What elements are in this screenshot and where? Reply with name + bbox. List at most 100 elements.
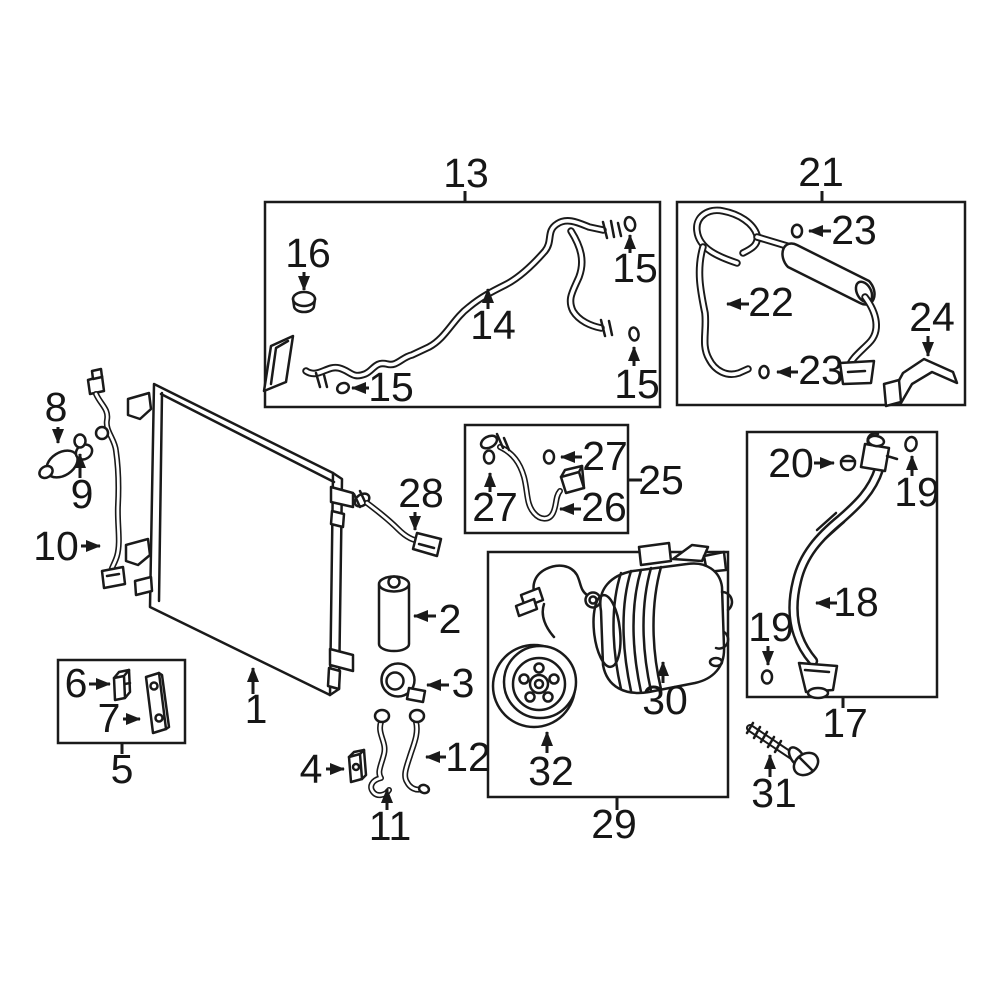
callout-18-label: 18 (833, 579, 879, 625)
callout-28: 28 (398, 470, 444, 531)
callout-25: 25 (629, 457, 684, 503)
callout-23b-label: 23 (798, 347, 844, 393)
callout-23a: 23 (808, 207, 877, 253)
callout-30-label: 30 (642, 677, 688, 723)
callout-5-label: 5 (111, 746, 134, 792)
callout-15c-label: 15 (368, 364, 414, 410)
callout-8-label: 8 (45, 384, 68, 430)
part-30-compressor-art (514, 541, 734, 695)
callout-18: 18 (815, 579, 879, 625)
callout-22: 22 (726, 279, 794, 325)
callout-27a: 27 (472, 472, 518, 530)
part-23-seal-bottom-icon (758, 364, 770, 380)
callout-6: 6 (65, 660, 111, 706)
part-4-clip-art (347, 748, 368, 784)
part-6-clip-art (112, 668, 132, 702)
assembly-13-frame (263, 200, 662, 409)
callout-13-label: 13 (443, 150, 489, 196)
callout-27b-label: 27 (582, 433, 628, 479)
callout-3-label: 3 (452, 660, 475, 706)
callout-5: 5 (111, 744, 134, 792)
assembly-box-13 (262, 200, 662, 409)
callout-16-label: 16 (285, 230, 331, 276)
callout-1-label: 1 (245, 686, 268, 732)
assembly-box-17 (745, 430, 939, 700)
callout-16: 16 (285, 230, 331, 291)
callout-29-label: 29 (591, 801, 637, 847)
callout-9-label: 9 (71, 471, 94, 517)
part-23-seal-top-icon (790, 223, 804, 239)
part-12-pipe-art (405, 708, 431, 795)
part-7-bracket-art (144, 671, 171, 735)
part-31-bolt-art (745, 721, 820, 777)
part-3-clamp-art (380, 662, 427, 704)
callout-21: 21 (798, 149, 844, 202)
callout-6-label: 6 (65, 660, 88, 706)
callout-15a-label: 15 (612, 245, 658, 291)
callout-19b: 19 (748, 604, 794, 666)
part-28-pipe-art (352, 489, 443, 558)
callout-27b: 27 (560, 433, 628, 479)
part-22-hose-art (697, 210, 876, 386)
part-11-pipe-art (371, 708, 389, 795)
part-15-oring-mid-icon (628, 326, 640, 342)
part-14-hose-art (262, 221, 623, 393)
part-24-bracket-art (882, 357, 959, 408)
callout-4: 4 (300, 746, 345, 792)
callout-15c: 15 (351, 364, 414, 410)
callout-3: 3 (426, 660, 475, 706)
part-18-hose-art (794, 432, 899, 700)
callout-32: 32 (528, 731, 574, 794)
assembly-box-5 (56, 658, 187, 745)
assembly-17-frame (745, 430, 939, 699)
part-15-oring-top-icon (623, 215, 637, 233)
callout-20-label: 20 (768, 440, 814, 486)
callout-14-label: 14 (470, 302, 516, 348)
callout-7: 7 (98, 695, 141, 741)
callout-27a-label: 27 (472, 484, 518, 530)
part-19-seal-bottom-icon (760, 669, 774, 685)
part-27-seal-right-icon (542, 449, 556, 465)
callout-24: 24 (909, 294, 955, 357)
callout-14: 14 (470, 288, 516, 348)
callout-21-label: 21 (798, 149, 844, 195)
part-20-cap-art (839, 454, 857, 472)
callout-15a: 15 (612, 234, 658, 291)
callout-7-label: 7 (98, 695, 121, 741)
callout-15b: 15 (614, 346, 660, 407)
callout-1: 1 (245, 667, 268, 732)
callout-26-label: 26 (581, 484, 627, 530)
callout-19a-label: 19 (894, 469, 940, 515)
callout-10: 10 (33, 523, 101, 569)
callout-31: 31 (751, 754, 797, 816)
part-19-seal-top-icon (904, 435, 918, 453)
part-27-seal-left-icon (482, 449, 496, 465)
callout-31-label: 31 (751, 770, 797, 816)
callout-9: 9 (71, 453, 94, 517)
part-2-drier-art (377, 575, 411, 653)
part-10-tube-art (86, 367, 127, 590)
callout-11-label: 11 (369, 803, 412, 849)
callout-17-label: 17 (822, 700, 868, 746)
callout-19a: 19 (894, 455, 940, 515)
callout-23a-label: 23 (831, 207, 877, 253)
assembly-box-29 (486, 541, 734, 799)
callout-2: 2 (413, 596, 462, 642)
part-15-oring-left-icon (335, 381, 351, 395)
callout-29: 29 (591, 798, 637, 847)
callout-24-label: 24 (909, 294, 955, 340)
callout-17: 17 (822, 698, 868, 746)
callout-15b-label: 15 (614, 361, 660, 407)
callout-19b-label: 19 (748, 604, 794, 650)
callout-2-label: 2 (439, 596, 462, 642)
callout-12: 12 (425, 734, 491, 780)
callout-10-label: 10 (33, 523, 79, 569)
part-1-condenser-art (124, 382, 355, 697)
callout-22-label: 22 (748, 279, 794, 325)
callout-25-label: 25 (638, 457, 684, 503)
callout-23b: 23 (776, 347, 844, 393)
callout-8: 8 (45, 384, 68, 444)
callout-4-label: 4 (300, 746, 323, 792)
part-9-seal-icon (73, 433, 87, 449)
